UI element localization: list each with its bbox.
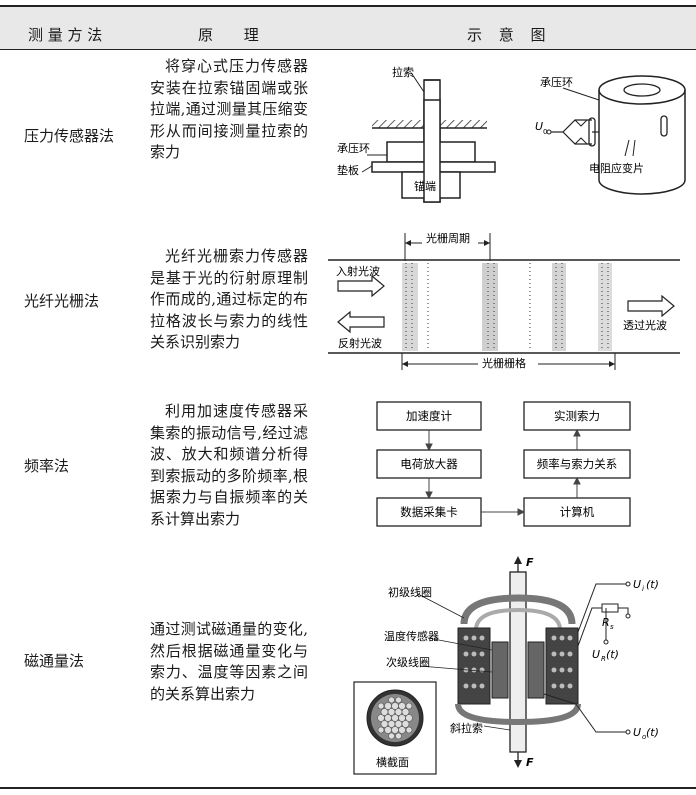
- row-4-method: 磁通量法: [24, 652, 85, 670]
- force-down-arrow-icon: [514, 760, 522, 768]
- secondary-coil-left: [491, 641, 509, 699]
- fig4-label-Uo: U: [633, 726, 641, 739]
- fig1-label-ring: 承压环: [337, 142, 370, 155]
- box-daq-card-label: 数据采集卡: [400, 505, 458, 519]
- cross-section-wires: [377, 696, 413, 740]
- box-accelerometer-label: 加速度计: [406, 409, 452, 423]
- table-header-rule: [0, 49, 696, 50]
- box-measured-force-label: 实测索力: [554, 409, 600, 423]
- fig4-label-F-bottom: F: [526, 756, 534, 769]
- fig4-label-Rs: R: [602, 616, 610, 629]
- reflected-arrow-icon: [337, 310, 385, 334]
- fig2-label-period: 光栅周期: [426, 231, 470, 245]
- transmitted-arrow-icon: [627, 294, 675, 318]
- box-measured-force: [523, 401, 631, 431]
- primary-coil-left: [457, 627, 491, 705]
- box-freq-force-relation: [523, 449, 631, 479]
- incident-arrow-icon: [337, 274, 385, 298]
- box-computer: [523, 497, 631, 527]
- row-1-method: 压力传感器法: [24, 127, 115, 145]
- fig2-label-transmitted: 透过光波: [623, 318, 667, 332]
- table-bottom-rule: [0, 787, 696, 789]
- box-computer-label: 计算机: [560, 505, 595, 519]
- fig4-label-cross-section: 横截面: [376, 755, 409, 769]
- fig4-label-stay-cable: 斜拉索: [450, 721, 483, 735]
- fig4-label-temp-sensor: 温度传感器: [384, 629, 439, 643]
- row-2-method: 光纤光栅法: [24, 292, 100, 310]
- table-header: 测 量 方 法 原 理 示 意 图: [0, 7, 696, 49]
- box-charge-amplifier: [376, 449, 482, 479]
- fig2-label-incident: 入射光波: [336, 264, 380, 278]
- fig1-label-anchor: 锚端: [414, 179, 436, 193]
- fig1-label-cable: 拉索: [392, 65, 414, 79]
- fig1-label-U: U: [535, 120, 543, 133]
- force-up-arrow-icon: [514, 556, 522, 564]
- box-accelerometer: [376, 401, 482, 431]
- row-1-principle: 将穿心式压力传感器安装在拉索锚固端或张拉端,通过测量其压缩变形从而间接测量拉索的…: [150, 57, 308, 161]
- row-4-principle: 通过测试磁通量的变化,然后根据磁通量变化与索力、温度等因素之间的关系算出索力: [150, 620, 308, 703]
- fig1-label-ring-right: 承压环: [540, 76, 573, 89]
- fig4-label-UR: U: [592, 648, 600, 661]
- fig4-label-Ui-t: (t): [646, 578, 659, 591]
- row-3-method: 频率法: [24, 457, 70, 475]
- fig1-label-U-sub: 0: [543, 128, 547, 136]
- box-daq-card: [376, 497, 482, 527]
- box-charge-amplifier-label: 电荷放大器: [400, 457, 458, 471]
- table-top-rule: [0, 5, 696, 7]
- row-3-principle: 利用加速度传感器采集索的振动信号,经过滤波、放大和频谱分析得到索振动的多阶频率,…: [150, 402, 308, 528]
- fig4-label-Ui: U: [633, 578, 641, 591]
- fig2-label-reflected: 反射光波: [338, 336, 382, 350]
- fig2-label-grid: 光栅栅格: [482, 356, 526, 370]
- fig4-label-Uo-t: (t): [646, 726, 659, 739]
- fig4-label-Uo-sub: o: [642, 733, 646, 741]
- fig1-label-gauge: 电阻应变片: [589, 161, 644, 175]
- fig4-label-Ui-sub: i: [642, 585, 644, 593]
- row-2-principle: 光纤光栅索力传感器是基于光的衍射原理制作而成的,通过标定的布拉格波长与索力的线性…: [150, 247, 308, 351]
- header-figure: 示 意 图: [467, 26, 546, 44]
- fig4-label-F-top: F: [526, 556, 534, 569]
- fig4-label-UR-sub: R: [601, 655, 606, 663]
- box-freq-force-relation-label: 频率与索力关系: [537, 457, 618, 471]
- fiber-grating-figure: 光栅周期 光栅栅格 入射光波 反射光波 透过光波: [320, 225, 690, 379]
- header-principle: 原 理: [198, 26, 259, 44]
- secondary-coil-right: [527, 641, 545, 699]
- fig4-label-primary-coil: 初级线圈: [388, 585, 432, 599]
- fig4-label-UR-t: (t): [606, 648, 619, 661]
- fig1-label-pad: 垫板: [337, 163, 359, 177]
- grating-bands: [402, 263, 612, 351]
- primary-coil-right: [545, 627, 579, 705]
- magnetic-flux-figure: F F 初级线圈 温度传感器 次级线圈 斜拉索: [346, 554, 691, 783]
- fig4-label-Rs-sub: s: [610, 623, 614, 631]
- header-method: 测 量 方 法: [28, 26, 103, 44]
- frequency-method-flowchart: 加速度计 电荷放大器 数据采集卡 实测索力 频率与索力关系 计算机: [372, 398, 642, 536]
- strain-gauge-right: [660, 115, 668, 137]
- pressure-sensor-figure: 拉索 承压环 垫板 锚端 U 0 承压环 电阻应变片: [327, 60, 692, 214]
- fig4-label-secondary-coil: 次级线圈: [386, 655, 430, 669]
